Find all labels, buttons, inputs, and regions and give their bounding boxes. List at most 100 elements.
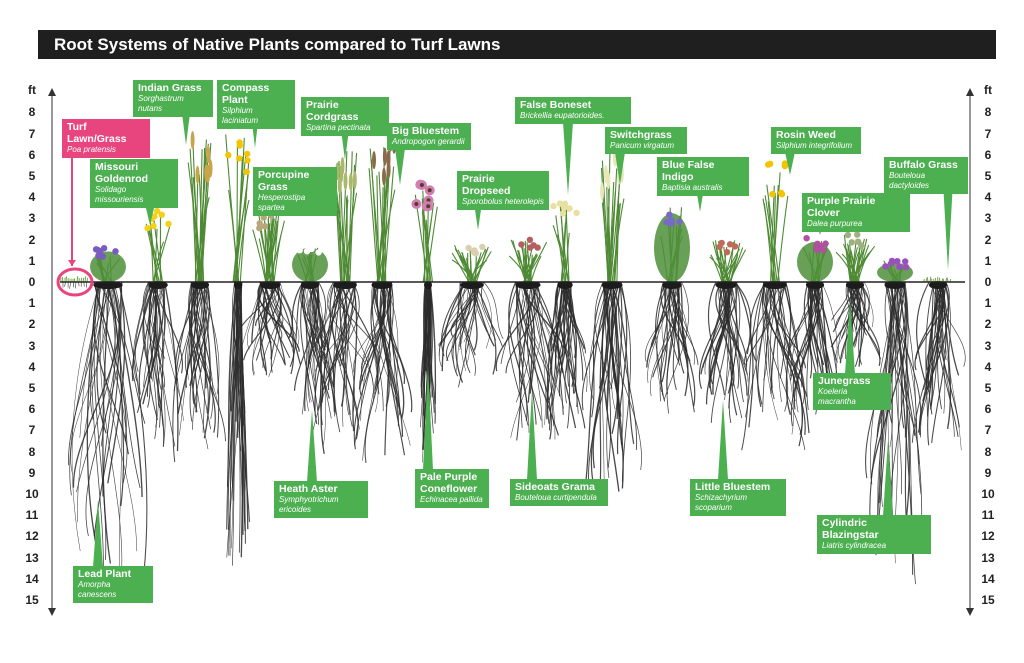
root-strand xyxy=(944,281,951,384)
root-strand xyxy=(725,281,743,419)
root-strand xyxy=(762,281,775,400)
root-strand xyxy=(679,281,688,359)
root-strand xyxy=(584,281,612,486)
root-strand xyxy=(520,281,533,403)
flower-head xyxy=(844,231,852,239)
root-strand xyxy=(117,281,148,574)
root-strand xyxy=(305,281,321,358)
left-axis-tick-label: 6 xyxy=(28,402,36,417)
root-strand xyxy=(767,281,803,447)
flower-head xyxy=(158,211,165,218)
flower-head xyxy=(848,239,855,246)
junegrass-roots xyxy=(830,281,882,367)
root-strand xyxy=(354,281,390,446)
left-axis-arrow-down xyxy=(48,608,56,616)
root-strand xyxy=(79,281,117,438)
flower-head xyxy=(244,150,251,158)
left-axis-tick-label: 7 xyxy=(28,423,36,438)
right-axis-tick-label: 5 xyxy=(984,169,992,183)
root-strand xyxy=(518,281,531,428)
right-axis-tick-label: ft xyxy=(984,83,992,97)
flower-head xyxy=(560,204,568,211)
root-strand xyxy=(300,281,332,419)
right-axis-tick-label: 7 xyxy=(984,423,992,438)
root-strand xyxy=(329,281,359,440)
root-strand xyxy=(483,281,504,340)
flower-head xyxy=(154,207,161,215)
left-axis-tick-label: 1 xyxy=(28,253,36,268)
flower-head xyxy=(556,200,564,207)
root-strand xyxy=(361,281,391,382)
lead-plant-roots xyxy=(68,281,148,578)
sideoats-grama-roots xyxy=(495,281,565,441)
flower-head xyxy=(894,258,901,265)
stem xyxy=(342,192,358,283)
flower-center xyxy=(419,183,424,187)
stem xyxy=(762,198,777,283)
plant-scientific-name: Hesperostipa spartea xyxy=(258,193,306,212)
root-strand xyxy=(257,281,286,365)
switchgrass-pointer xyxy=(615,152,625,185)
missouri-goldenrod-plant xyxy=(144,207,172,283)
right-axis-tick-label: 4 xyxy=(984,359,992,374)
root-strand xyxy=(807,281,825,366)
stem xyxy=(370,159,380,283)
plant-common-name: Junegrass xyxy=(818,375,871,387)
root-strand xyxy=(280,281,300,348)
root-strand xyxy=(384,281,392,456)
root-strand xyxy=(594,281,613,390)
foliage xyxy=(292,247,328,282)
root-crown xyxy=(300,281,320,289)
plant-scientific-name: Koeleria macrantha xyxy=(818,387,856,406)
flower-head xyxy=(530,242,537,249)
stem xyxy=(154,228,158,283)
plant-scientific-name: Brickellia eupatorioides. xyxy=(520,111,605,120)
left-axis-tick-label: 15 xyxy=(25,593,39,607)
root-strand xyxy=(793,281,820,410)
root-strand xyxy=(935,281,960,428)
plant-scientific-name: Poa pratensis xyxy=(67,145,116,154)
root-strand xyxy=(853,281,870,347)
stem xyxy=(528,258,534,283)
indian-grass-roots xyxy=(172,281,226,463)
root-strand xyxy=(730,281,744,403)
root-crown xyxy=(928,281,948,289)
right-axis-tick-label: 9 xyxy=(984,465,992,480)
buffalo-grass-pointer xyxy=(943,182,953,270)
plant-common-name: Pale Purple Coneflower xyxy=(420,471,478,495)
compass-plant-roots xyxy=(226,281,251,566)
root-strand xyxy=(157,281,166,409)
root-strand xyxy=(757,281,770,408)
flower-head xyxy=(315,249,322,256)
left-axis-tick-label: 11 xyxy=(25,508,39,523)
plant-common-name: Buffalo Grass xyxy=(889,159,958,171)
left-axis-tick-label: 4 xyxy=(28,190,36,205)
left-axis-tick-label: 14 xyxy=(25,571,39,586)
prairie-dropseed-plant xyxy=(451,243,492,283)
root-strand xyxy=(134,281,151,372)
stem xyxy=(347,151,353,283)
stem xyxy=(198,174,205,283)
root-strand xyxy=(741,281,765,451)
root-strand xyxy=(702,281,732,368)
root-strand xyxy=(715,281,741,358)
root-strand xyxy=(672,281,699,365)
root-strand xyxy=(143,281,159,388)
flower-head xyxy=(902,258,909,265)
grass-blade xyxy=(926,276,929,283)
big-bluestem-pointer xyxy=(395,148,405,185)
stem xyxy=(273,234,282,283)
right-axis-tick-label: 10 xyxy=(981,487,995,501)
stem xyxy=(234,173,249,283)
root-strand xyxy=(307,281,316,403)
stem xyxy=(729,256,738,283)
stem xyxy=(152,215,164,283)
flower-center xyxy=(426,204,431,209)
stem xyxy=(336,201,343,283)
seed-head xyxy=(372,151,376,170)
root-strand xyxy=(188,281,226,442)
stem xyxy=(345,152,358,283)
